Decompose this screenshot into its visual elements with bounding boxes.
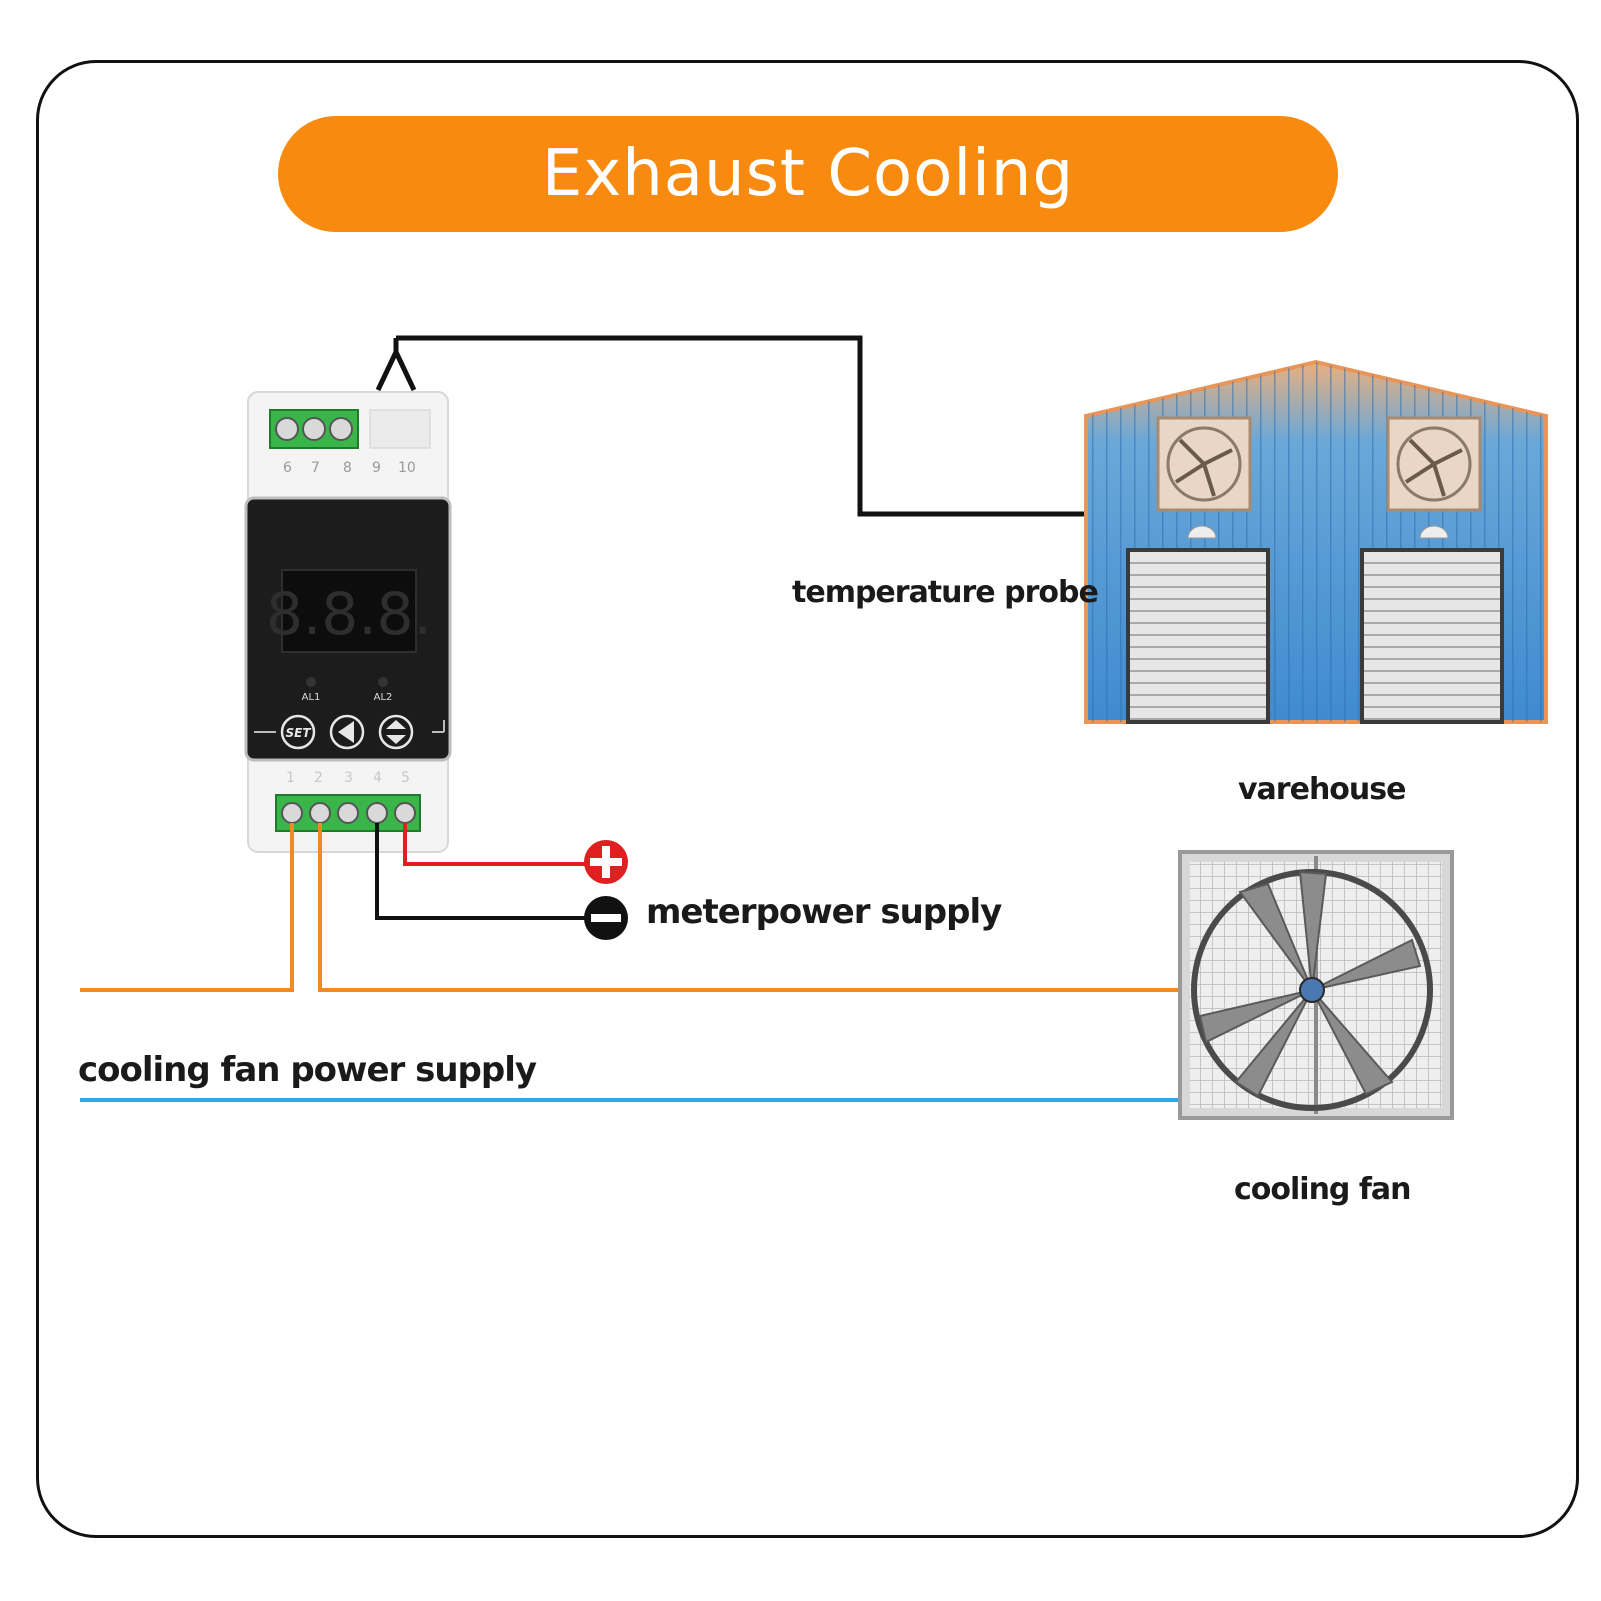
terminal-number-3: 3	[344, 770, 353, 786]
warehouse-illustration	[1084, 359, 1548, 724]
temperature-controller: 6 7 8 9 10 8.8.8. AL1 AL2 SET	[244, 391, 452, 853]
cooling-fan-illustration	[1178, 850, 1454, 1120]
left-arrow-button[interactable]	[329, 714, 365, 750]
terminal-number-7: 7	[311, 460, 320, 476]
warehouse-vent-left	[1156, 416, 1252, 512]
probe-wire	[375, 335, 1148, 538]
fan-power-line-2	[318, 823, 1180, 992]
set-button-label: SET	[285, 726, 311, 740]
terminal-number-10: 10	[398, 460, 416, 476]
page-title: Exhaust Cooling	[541, 137, 1075, 211]
bottom-screws	[281, 802, 416, 824]
plus-icon	[584, 840, 628, 884]
cooling-fan-label: cooling fan	[1234, 1172, 1411, 1207]
al2-label: AL2	[374, 692, 393, 703]
terminal-number-5: 5	[401, 770, 410, 786]
minus-icon	[584, 896, 628, 940]
fan-power-line-1	[80, 823, 294, 992]
al1-led	[306, 677, 316, 687]
warehouse-vent-right	[1386, 416, 1482, 512]
top-screws	[275, 417, 353, 441]
warehouse-lamp-left	[1187, 525, 1217, 539]
negative-wire	[375, 823, 600, 920]
cooling-fan-power-supply-label: cooling fan power supply	[78, 1050, 537, 1090]
terminal-number-4: 4	[373, 770, 382, 786]
set-button[interactable]: SET	[280, 714, 316, 750]
terminal-number-1: 1	[286, 770, 295, 786]
warehouse-lamp-right	[1419, 525, 1449, 539]
terminal-number-2: 2	[314, 770, 323, 786]
warehouse-label: varehouse	[1238, 772, 1406, 807]
display-digits: 8.8.8.	[266, 580, 432, 648]
led-display	[281, 569, 417, 653]
meter-power-supply-label: meterpower supply	[646, 892, 1002, 932]
up-down-arrow-icon	[386, 720, 406, 744]
al1-label: AL1	[302, 692, 321, 703]
terminal-number-8: 8	[343, 460, 352, 476]
terminal-number-9: 9	[372, 460, 381, 476]
temperature-probe-label: temperature probe	[792, 575, 1099, 610]
positive-wire	[403, 823, 600, 866]
al2-led	[378, 677, 388, 687]
diagram-frame	[36, 60, 1579, 1538]
warehouse-door-right	[1360, 548, 1504, 724]
title-banner: Exhaust Cooling	[278, 116, 1338, 232]
up-down-button[interactable]	[378, 714, 414, 750]
terminal-number-6: 6	[283, 460, 292, 476]
warehouse-door-left	[1126, 548, 1270, 724]
left-arrow-icon	[338, 721, 354, 743]
